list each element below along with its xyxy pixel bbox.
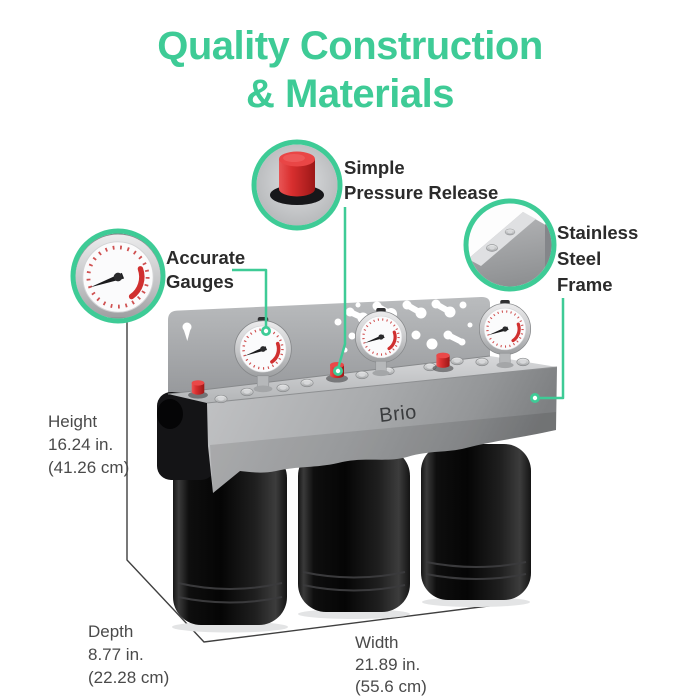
pressure-release-label: Simple Pressure Release bbox=[344, 155, 498, 205]
depth-dimension-label: Depth 8.77 in. (22.28 cm) bbox=[88, 620, 169, 689]
accurate-gauges-label: Accurate Gauges bbox=[166, 246, 245, 294]
width-name: Width bbox=[355, 633, 399, 652]
stainless-frame-line1: Stainless bbox=[557, 222, 639, 243]
accurate-gauges-line1: Accurate bbox=[166, 247, 246, 268]
perforation-pattern bbox=[334, 299, 473, 353]
gauges-connector-line bbox=[232, 268, 268, 327]
height-dimension-label: Height 16.24 in. (41.26 cm) bbox=[48, 410, 129, 479]
mounting-hole bbox=[182, 322, 192, 341]
height-name: Height bbox=[48, 412, 98, 431]
pressure-release-line1: Simple bbox=[344, 157, 405, 178]
accurate-gauges-line2: Gauges bbox=[166, 271, 234, 292]
front-face bbox=[207, 367, 557, 493]
frame-connector-line bbox=[540, 298, 565, 400]
stainless-frame-line3: Frame bbox=[557, 274, 613, 295]
pressure-release-line2: Pressure Release bbox=[344, 182, 499, 203]
width-dimension-label: Width 21.89 in. (55.6 cm) bbox=[355, 632, 427, 698]
stainless-frame-zoom-circle bbox=[463, 198, 557, 292]
brio-logo: Brio bbox=[378, 401, 418, 427]
pressure-release-zoom-circle bbox=[251, 139, 343, 231]
pressure-connector-line bbox=[337, 207, 347, 368]
depth-inches: 8.77 in. bbox=[88, 645, 144, 664]
inlet-port bbox=[157, 392, 215, 480]
depth-metric: (22.28 cm) bbox=[88, 668, 170, 687]
width-inches: 21.89 in. bbox=[355, 655, 421, 674]
water-filter-system: Brio bbox=[157, 296, 558, 633]
height-inches: 16.24 in. bbox=[48, 435, 114, 454]
red-release-button-icon bbox=[256, 144, 338, 226]
title-line-1: Quality Construction bbox=[157, 24, 543, 68]
stainless-frame-line2: Steel bbox=[557, 248, 602, 269]
filter-housing-3 bbox=[421, 444, 531, 607]
filter-housing-1 bbox=[172, 450, 288, 633]
accurate-gauges-zoom-circle bbox=[70, 228, 166, 324]
skirt-shading bbox=[210, 412, 556, 493]
title-line-2: & Materials bbox=[246, 72, 454, 116]
page-title: Quality Construction & Materials bbox=[0, 22, 700, 118]
stainless-frame-label: Stainless Steel Frame bbox=[557, 220, 638, 298]
height-metric: (41.26 cm) bbox=[48, 458, 130, 477]
connector-dots bbox=[261, 326, 540, 403]
dimension-lines bbox=[126, 318, 513, 643]
filter-housing-2 bbox=[298, 448, 410, 619]
width-metric: (55.6 cm) bbox=[355, 677, 427, 696]
depth-name: Depth bbox=[88, 622, 134, 641]
